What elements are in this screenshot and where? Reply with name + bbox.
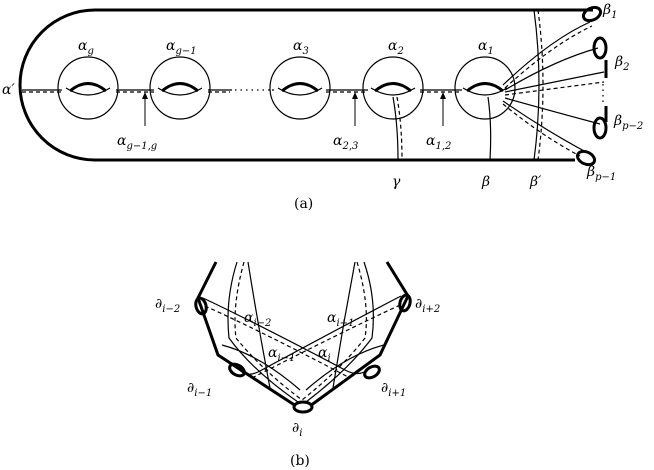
arrows bbox=[142, 92, 446, 126]
label-alpha-12: α1,2 bbox=[426, 133, 451, 152]
label-d-i+1: ∂i+1 bbox=[381, 380, 406, 399]
caption-b: (b) bbox=[290, 453, 310, 469]
label-alpha-2: α2 bbox=[388, 38, 404, 57]
panel-b-surface bbox=[194, 261, 412, 414]
label-alpha-g: αg bbox=[78, 38, 94, 57]
fan-curves bbox=[502, 21, 605, 157]
caption-a: (a) bbox=[294, 196, 313, 212]
label-gamma: γ bbox=[392, 174, 401, 190]
label-d-i+2: ∂i+2 bbox=[415, 296, 440, 315]
label-beta-2: β2 bbox=[614, 54, 629, 73]
label-alpha-g-1: αg−1 bbox=[166, 38, 197, 57]
label-beta-1: β1 bbox=[602, 2, 617, 21]
label-alpha-i+1: αi+1 bbox=[327, 310, 354, 329]
label-d-i-1: ∂i−1 bbox=[187, 380, 212, 399]
label-alpha-i: αi bbox=[318, 345, 331, 364]
label-alpha-23: α2,3 bbox=[333, 133, 358, 152]
label-beta-p-2: βp−2 bbox=[613, 113, 643, 132]
handle-3 bbox=[269, 56, 331, 120]
panel-a-labels: αg αg−1 α3 α2 α1 α′ αg−1,g α2,3 α1,2 γ β… bbox=[2, 2, 643, 212]
handle-1 bbox=[454, 56, 516, 120]
label-beta: β bbox=[481, 174, 490, 190]
label-alpha-3: α3 bbox=[293, 38, 309, 57]
panel-a-surface bbox=[18, 8, 608, 162]
boundary-components bbox=[575, 5, 608, 167]
label-alpha-g-1-g: αg−1,g bbox=[117, 133, 157, 152]
label-d-i-2: ∂i−2 bbox=[155, 296, 180, 315]
handle-g-minus-1 bbox=[149, 56, 211, 120]
label-d-i: ∂i bbox=[292, 420, 302, 439]
handle-g bbox=[57, 56, 119, 120]
label-alpha-prime: α′ bbox=[2, 82, 15, 98]
label-beta-prime: β′ bbox=[529, 174, 542, 190]
label-alpha-1: α1 bbox=[478, 38, 494, 57]
panel-b-labels: ∂i−2 ∂i−1 ∂i ∂i+1 ∂i+2 αi−2 αi−1 αi αi+1… bbox=[155, 296, 440, 469]
handle-2 bbox=[362, 56, 424, 120]
gamma-curve bbox=[392, 96, 403, 161]
label-alpha-i-1: αi−1 bbox=[268, 345, 295, 364]
label-beta-p-1: βp−1 bbox=[586, 164, 616, 183]
label-alpha-i-2: αi−2 bbox=[244, 310, 271, 329]
beta-curve bbox=[487, 96, 492, 161]
